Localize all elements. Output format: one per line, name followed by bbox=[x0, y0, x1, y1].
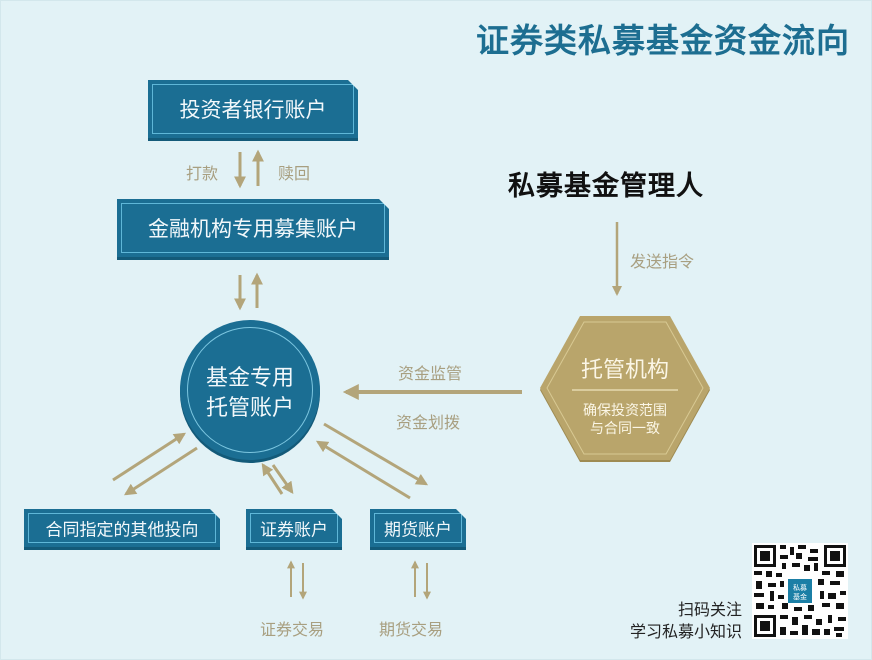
futures-account-label: 期货账户 bbox=[384, 520, 452, 541]
futures-account: 期货账户 bbox=[370, 508, 467, 547]
raising-account-label: 金融机构专用募集账户 bbox=[148, 217, 358, 241]
qr-logo-line2: 基金 bbox=[793, 592, 807, 601]
custodian-note-line2: 与合同一致 bbox=[590, 421, 660, 437]
redemption-label: 赎回 bbox=[278, 164, 311, 183]
custody-account-line1: 基金专用 bbox=[205, 366, 294, 391]
investor-bank-account: 投资者银行账户 bbox=[148, 79, 359, 138]
hexagon-shape bbox=[540, 316, 710, 462]
custody-account-line2: 托管账户 bbox=[205, 396, 294, 421]
qr-code[interactable]: 私募 基金 bbox=[752, 543, 848, 639]
qr-caption-line2: 学习私募小知识 bbox=[629, 622, 742, 641]
custodian-note-line1: 确保投资范围 bbox=[583, 403, 667, 419]
fund-transfer-label: 资金划拨 bbox=[396, 413, 461, 432]
send-instruction-label: 发送指令 bbox=[630, 252, 695, 271]
securities-account: 证券账户 bbox=[246, 508, 343, 547]
custodian-hexagon: 托管机构 确保投资范围 与合同一致 bbox=[538, 316, 712, 464]
fund-custody-account: 基金专用 托管账户 bbox=[180, 320, 320, 460]
fund-manager-label: 私募基金管理人 bbox=[508, 171, 704, 202]
other-investments-account: 合同指定的其他投向 bbox=[24, 508, 221, 547]
futures-trading-label: 期货交易 bbox=[379, 620, 444, 639]
qr-logo-line1: 私募 bbox=[793, 583, 807, 592]
raising-account: 金融机构专用募集账户 bbox=[117, 198, 390, 257]
fund-supervision-label: 资金监管 bbox=[398, 364, 463, 383]
investor-bank-account-label: 投资者银行账户 bbox=[179, 98, 327, 122]
custodian-label: 托管机构 bbox=[580, 358, 669, 383]
qr-caption-line1: 扫码关注 bbox=[677, 600, 742, 619]
payment-label: 打款 bbox=[186, 164, 219, 183]
securities-account-label: 证券账户 bbox=[260, 520, 328, 541]
other-investments-label: 合同指定的其他投向 bbox=[45, 520, 199, 541]
securities-trading-label: 证券交易 bbox=[260, 620, 325, 639]
page-title: 证券类私募基金资金流向 bbox=[476, 21, 850, 60]
